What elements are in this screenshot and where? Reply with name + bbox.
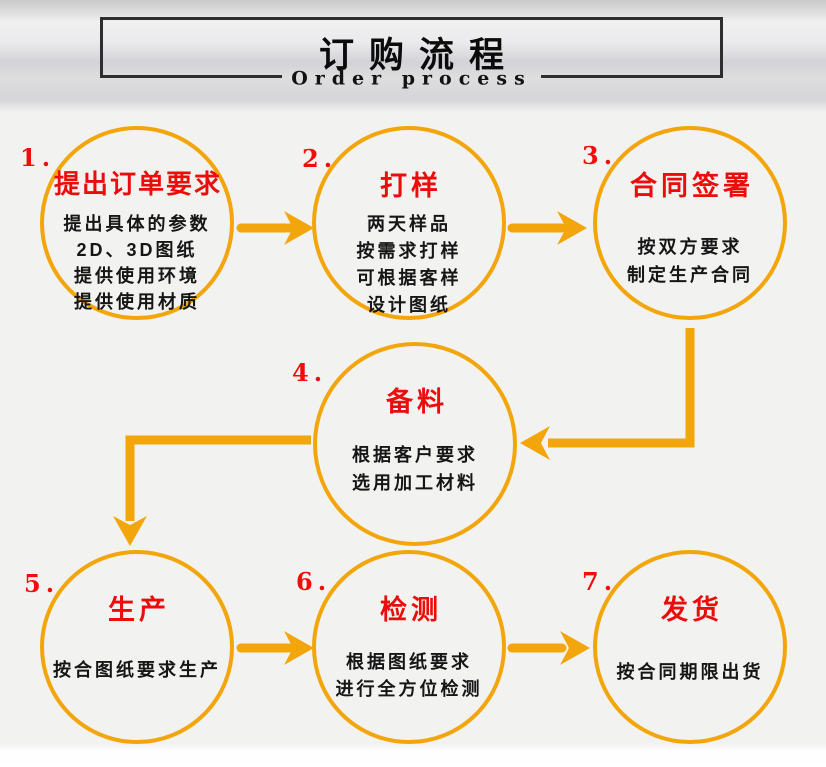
step-detail-line: 2D、3D图纸 <box>76 240 198 260</box>
step-detail-line: 提供使用材质 <box>74 292 200 312</box>
step-details: 按合同期限出货 <box>617 659 764 685</box>
step-detail-line: 按双方要求 <box>637 237 743 257</box>
step-details: 提出具体的参数 2D、3D图纸 提供使用环境 提供使用材质 <box>64 211 211 315</box>
step-details: 按双方要求 制定生产合同 <box>627 233 753 289</box>
step-detail-line: 提出具体的参数 <box>63 214 211 234</box>
step-number-2: 2. <box>302 144 338 173</box>
title-box-border-right <box>541 75 720 78</box>
arrow-head-5-6 <box>284 631 314 665</box>
step-circle-order-requirements: 提出订单要求 提出具体的参数 2D、3D图纸 提供使用环境 提供使用材质 <box>40 126 234 320</box>
step-title: 提出订单要求 <box>53 169 222 199</box>
arrow-head-2-3 <box>557 211 587 245</box>
arrow-head-3-4 <box>520 426 550 460</box>
step-title: 检测 <box>380 595 442 625</box>
step-detail-line: 两天样品 <box>367 214 451 234</box>
step-detail-line: 根据客户要求 <box>352 445 478 465</box>
step-detail-line: 选用加工材料 <box>352 473 478 493</box>
step-number-3: 3. <box>582 141 618 170</box>
step-details: 根据客户要求 选用加工材料 <box>352 441 478 497</box>
step-circle-production: 生产 按合图纸要求生产 <box>40 550 234 744</box>
step-title: 打样 <box>380 171 442 201</box>
step-title: 合同签署 <box>630 171 754 201</box>
step-title: 备料 <box>386 387 448 417</box>
step-detail-line: 按需求打样 <box>356 241 462 261</box>
step-number-1: 1. <box>20 143 56 172</box>
step-number-6: 6. <box>296 567 332 596</box>
step-detail-line: 进行全方位检测 <box>335 679 483 699</box>
step-number-7: 7. <box>582 567 618 596</box>
step-circle-shipping: 发货 按合同期限出货 <box>593 550 787 744</box>
title-box-border-left <box>103 75 282 78</box>
step-detail-line: 提供使用环境 <box>74 266 200 286</box>
step-details: 根据图纸要求 进行全方位检测 <box>336 649 483 703</box>
step-circle-contract-signing: 合同签署 按双方要求 制定生产合同 <box>593 126 787 320</box>
step-number-4: 4. <box>292 358 328 387</box>
arrow-head-1-2 <box>284 211 314 245</box>
arrow-line-3-4 <box>548 328 695 448</box>
title-box: 订购流程 Order process <box>100 17 723 89</box>
step-details: 按合图纸要求生产 <box>53 657 221 683</box>
arrow-head-6-7 <box>560 631 590 665</box>
step-circle-material-preparation: 备料 根据客户要求 选用加工材料 <box>313 342 517 546</box>
page-subtitle: Order process <box>291 67 532 90</box>
step-detail-line: 设计图纸 <box>367 295 451 315</box>
step-number-5: 5. <box>24 569 60 598</box>
step-title: 发货 <box>661 595 723 625</box>
step-detail-line: 按合图纸要求生产 <box>53 660 221 680</box>
step-circle-inspection: 检测 根据图纸要求 进行全方位检测 <box>312 550 506 744</box>
step-detail-line: 根据图纸要求 <box>346 652 472 672</box>
step-details: 两天样品 按需求打样 可根据客样 设计图纸 <box>357 211 462 319</box>
step-title: 生产 <box>108 595 170 625</box>
step-detail-line: 制定生产合同 <box>627 265 753 285</box>
arrow-line-4-5 <box>125 435 311 521</box>
step-detail-line: 按合同期限出货 <box>616 662 764 682</box>
step-detail-line: 可根据客样 <box>356 268 462 288</box>
step-circle-sampling: 打样 两天样品 按需求打样 可根据客样 设计图纸 <box>312 126 506 320</box>
arrow-head-4-5 <box>113 516 147 546</box>
page-title: 订购流程 <box>318 36 519 75</box>
